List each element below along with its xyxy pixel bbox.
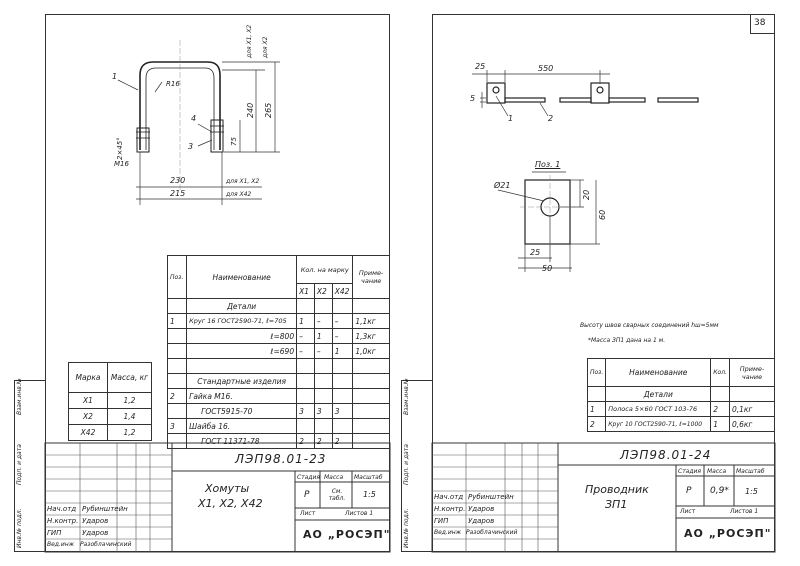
right-dim-50: 50 (542, 264, 553, 273)
table-row: 3 Шайба 16. (166, 418, 390, 434)
right-doc-title: Проводник (585, 483, 649, 496)
right-mass-label: Масса (707, 468, 727, 475)
right-staff-role-2: Н.контр. (434, 505, 466, 513)
right-scale-label: Масштаб (736, 468, 765, 475)
left-staff-role-2: Н.контр. (47, 517, 79, 525)
right-callout-2: 2 (548, 114, 554, 123)
table-row: ГОСТ 11371-78 2 2 2 (166, 433, 390, 449)
right-sheet-number: 38 (754, 18, 766, 28)
right-sheet-number-box (750, 14, 775, 34)
left-staff-role-3: ГИП (47, 529, 62, 537)
right-mass-value: 0,9* (710, 486, 729, 496)
cell: 1 (313, 328, 333, 344)
left-scale-value: 1:5 (363, 490, 376, 499)
left-callout-1: 1 (112, 72, 118, 81)
cell: 1,2 (107, 424, 152, 441)
left-dim-215: 215 (170, 189, 186, 198)
right-dim-550: 550 (538, 64, 554, 73)
cell: Круг 10 ГОСТ2590-71, ℓ=1000 (605, 416, 712, 432)
left-staff-name-4: Разоблачинский (80, 541, 132, 548)
right-dim-25: 25 (475, 62, 486, 71)
table-row: ℓ=690 – – 1 1,0кг (166, 343, 390, 359)
right-callout-1: 1 (508, 114, 514, 123)
right-sheets-label: Листов 1 (730, 508, 759, 515)
table-row: ℓ=800 – 1 – 1,3кг (166, 328, 390, 344)
left-doc-title: Хомуты (205, 482, 250, 495)
cell (352, 433, 390, 449)
right-doc-subtitle: ЗП1 (605, 498, 628, 511)
right-pos-label: Поз. 1 (535, 160, 561, 169)
right-staff-name-4: Разоблачинский (466, 529, 518, 536)
left-doc-code: ЛЭП98.01-23 (235, 452, 327, 466)
left-stage-label: Стадия (297, 474, 321, 481)
cell: 2 (586, 416, 607, 432)
left-staff-name-2: Ударов (82, 517, 109, 525)
right-diameter: Ø21 (494, 181, 511, 190)
right-doc-code: ЛЭП98.01-24 (620, 448, 712, 462)
right-note-1: Высоту швов сварных соединений hш=5мм (580, 322, 719, 329)
right-staff-name-3: Ударов (468, 517, 495, 525)
right-stage-value: Р (686, 486, 692, 496)
mass-header-mark: Марка (68, 362, 108, 393)
right-dim-5: 5 (470, 94, 476, 103)
left-staff-role-4: Вед.инж (47, 541, 75, 548)
left-scale-label: Масштаб (354, 474, 383, 481)
left-dim-radius: R16 (166, 80, 180, 88)
right-staff-name-2: Ударов (468, 505, 495, 513)
right-dim-25b: 25 (530, 248, 541, 257)
right-sheet-label: Лист (680, 508, 696, 515)
left-callout-4: 4 (191, 114, 197, 123)
left-binding-strip (14, 380, 45, 552)
left-staff-name-1: Рубинштейн (82, 505, 128, 513)
left-dim-for-x1x2: для X1, X2 (226, 178, 260, 185)
left-mass-value: См. табл. (328, 488, 346, 502)
right-spec-table: Поз. Наименование Кол. Приме- чание Дета… (586, 358, 776, 432)
left-spec-table: Поз. Наименование Кол. на марку Приме- ч… (166, 255, 390, 449)
cell: 2 (313, 433, 333, 449)
left-spec-header-name: Наименование (186, 255, 298, 299)
cell: 1,1кг (352, 313, 390, 329)
table-row: 1 Полоса 5×60 ГОСТ 103-76 2 0,1кг (586, 401, 776, 417)
right-staff-role-3: ГИП (434, 517, 449, 525)
table-row: 1 Круг 16 ГОСТ2590-71, ℓ=705 1 – – 1,1кг (166, 313, 390, 329)
right-spec-header-name: Наименование (605, 358, 712, 387)
left-spec-header-pos: Поз. (166, 255, 188, 299)
left-callout-3: 3 (188, 142, 194, 151)
left-dim-for-x42: для X42 (226, 191, 252, 198)
right-binding-strip (401, 380, 432, 552)
left-org-name: АО „РОСЭП" (303, 528, 391, 541)
right-spec-header-note: Приме- чание (728, 358, 776, 387)
left-doc-subtitle: X1, X2, X42 (198, 497, 263, 510)
table-row: ГОСТ5915-70 3 3 3 (166, 403, 390, 419)
left-dim-thread: M16 (114, 160, 129, 168)
left-mass-label: Масса (324, 474, 344, 481)
right-note-2: *Масса ЗП1 дана на 1 м. (588, 337, 666, 344)
cell: – (313, 343, 333, 359)
left-spec-header-note: Приме- чание (352, 255, 390, 299)
left-stage-value: Р (304, 490, 310, 500)
cell: ГОСТ 11371-78 (186, 433, 298, 449)
right-org-name: АО „РОСЭП" (684, 527, 772, 540)
right-scale-value: 1:5 (745, 487, 758, 496)
table-row: 2 Круг 10 ГОСТ2590-71, ℓ=1000 1 0,6кг (586, 416, 776, 432)
table-row: 2 Гайка М16. (166, 388, 390, 404)
left-dim-230: 230 (170, 176, 186, 185)
left-staff-role-1: Нач.отд (47, 505, 77, 513)
cell: 1 (166, 313, 188, 329)
left-sheets-label: Листов 1 (345, 510, 374, 517)
right-staff-role-1: Нач.отд (434, 493, 464, 501)
left-staff-name-3: Ударов (82, 529, 109, 537)
right-stage-label: Стадия (678, 468, 702, 475)
cell: 0,6кг (728, 416, 776, 432)
right-staff-name-1: Рубинштейн (468, 493, 514, 501)
right-staff-role-4: Вед.инж (434, 529, 462, 536)
left-sheet-label: Лист (300, 510, 316, 517)
